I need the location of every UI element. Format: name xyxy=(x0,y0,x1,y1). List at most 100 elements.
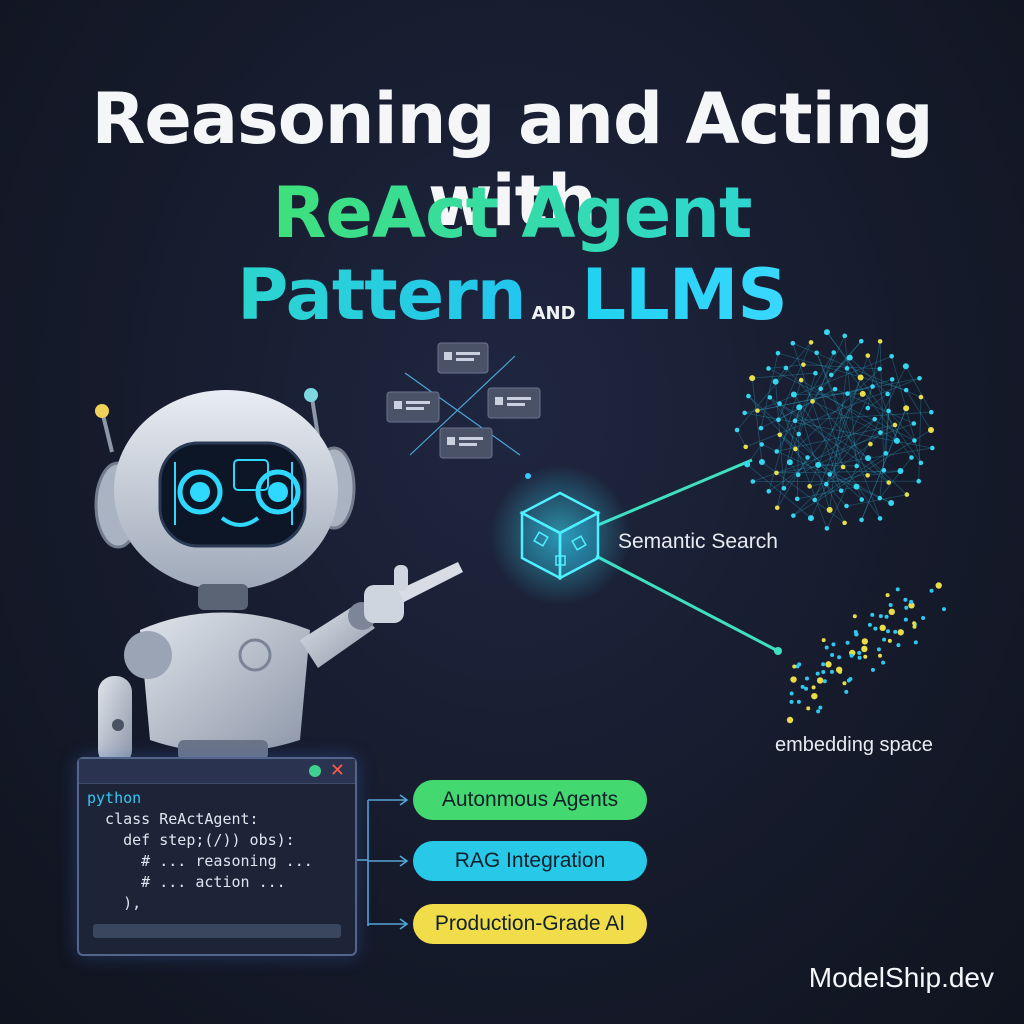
network-edge xyxy=(793,394,881,519)
network-node xyxy=(888,500,895,507)
network-edge xyxy=(867,457,908,495)
title-line-1: Reasoning and Acting with xyxy=(91,78,933,242)
embedding-point xyxy=(842,681,847,686)
network-edge xyxy=(779,434,808,458)
embedding-point xyxy=(903,597,908,602)
network-edge xyxy=(776,470,901,474)
network-edge xyxy=(748,395,796,450)
network-node xyxy=(846,354,853,361)
network-node xyxy=(842,333,848,339)
embedding-point xyxy=(912,624,917,629)
embedding-point xyxy=(806,706,811,711)
network-node xyxy=(790,340,796,346)
network-edge xyxy=(769,397,890,483)
code-window: ✕ python class ReActAgent: def step;(/))… xyxy=(77,757,357,956)
network-node xyxy=(857,374,864,381)
embedding-point xyxy=(876,647,881,652)
network-edge xyxy=(816,352,869,476)
network-edge xyxy=(795,368,880,450)
embedding-point xyxy=(825,661,832,668)
network-node xyxy=(903,387,909,393)
embedding-point xyxy=(800,684,805,689)
network-node xyxy=(824,481,829,487)
network-node xyxy=(859,517,864,523)
window-status-dot[interactable] xyxy=(309,765,321,777)
embedding-point xyxy=(888,608,895,616)
embedding-point xyxy=(885,629,890,634)
network-node xyxy=(853,483,860,490)
network-edge xyxy=(861,408,907,521)
network-node xyxy=(831,350,837,355)
embedding-point xyxy=(870,667,875,672)
network-node xyxy=(774,470,779,476)
network-node xyxy=(791,513,796,518)
code-scrollbar[interactable] xyxy=(93,924,341,938)
embedding-point xyxy=(816,709,821,714)
network-node xyxy=(798,377,804,383)
embedding-point xyxy=(821,669,826,674)
network-node xyxy=(766,366,771,371)
embedding-point xyxy=(888,602,893,607)
embedding-point xyxy=(853,629,858,634)
close-icon[interactable]: ✕ xyxy=(329,760,345,781)
network-edge xyxy=(760,400,813,429)
embedding-point xyxy=(822,679,827,684)
network-node xyxy=(844,503,849,509)
network-edge xyxy=(830,340,862,376)
link-line-embedding xyxy=(595,554,779,653)
embedding-point xyxy=(942,607,947,612)
title-llms: LLMS xyxy=(581,254,788,336)
network-node xyxy=(928,427,934,433)
network-node xyxy=(911,421,917,426)
network-node xyxy=(917,375,922,381)
network-node xyxy=(877,366,882,372)
embedding-point xyxy=(897,629,904,636)
embedding-point xyxy=(929,588,934,593)
network-node xyxy=(795,472,801,478)
network-node xyxy=(759,442,764,447)
network-node xyxy=(854,463,859,469)
pill-autonomous-agents[interactable]: Autonmous Agents xyxy=(413,780,647,820)
network-node xyxy=(794,496,800,502)
network-node xyxy=(877,516,883,521)
network-node xyxy=(742,410,748,416)
network-edge xyxy=(826,366,907,529)
pill-rag-integration[interactable]: RAG Integration xyxy=(413,841,647,881)
network-node xyxy=(870,384,875,389)
embedding-point xyxy=(903,617,908,622)
network-node xyxy=(790,391,797,398)
embedding-point xyxy=(811,692,818,700)
brand-watermark: ModelShip.dev xyxy=(808,962,994,993)
title-react-pattern: ReAct Agent Pattern xyxy=(237,172,752,336)
network-node xyxy=(865,473,870,478)
network-edge xyxy=(844,335,858,467)
network-node xyxy=(904,492,910,497)
network-edge xyxy=(760,353,779,429)
network-node xyxy=(844,366,850,371)
network-edge xyxy=(803,364,880,370)
network-node xyxy=(793,446,798,452)
network-node xyxy=(758,459,765,466)
network-edge xyxy=(818,464,857,467)
network-edge xyxy=(825,484,845,524)
embedding-point xyxy=(873,626,878,631)
network-node xyxy=(878,430,883,435)
embedding-point xyxy=(885,593,890,598)
network-edge xyxy=(748,395,863,500)
network-node xyxy=(877,339,883,344)
network-edge xyxy=(870,432,881,445)
network-edge xyxy=(861,408,907,521)
network-node xyxy=(783,365,789,371)
network-edge xyxy=(779,403,869,459)
network-node xyxy=(828,372,834,378)
network-node xyxy=(810,399,815,404)
network-edge xyxy=(761,444,892,504)
network-node xyxy=(774,449,780,454)
pill-production-grade-ai[interactable]: Production-Grade AI xyxy=(413,904,647,944)
network-edge xyxy=(849,357,888,395)
network-node xyxy=(886,480,892,485)
network-node xyxy=(909,455,914,460)
network-node xyxy=(877,495,883,501)
network-node xyxy=(746,393,751,399)
